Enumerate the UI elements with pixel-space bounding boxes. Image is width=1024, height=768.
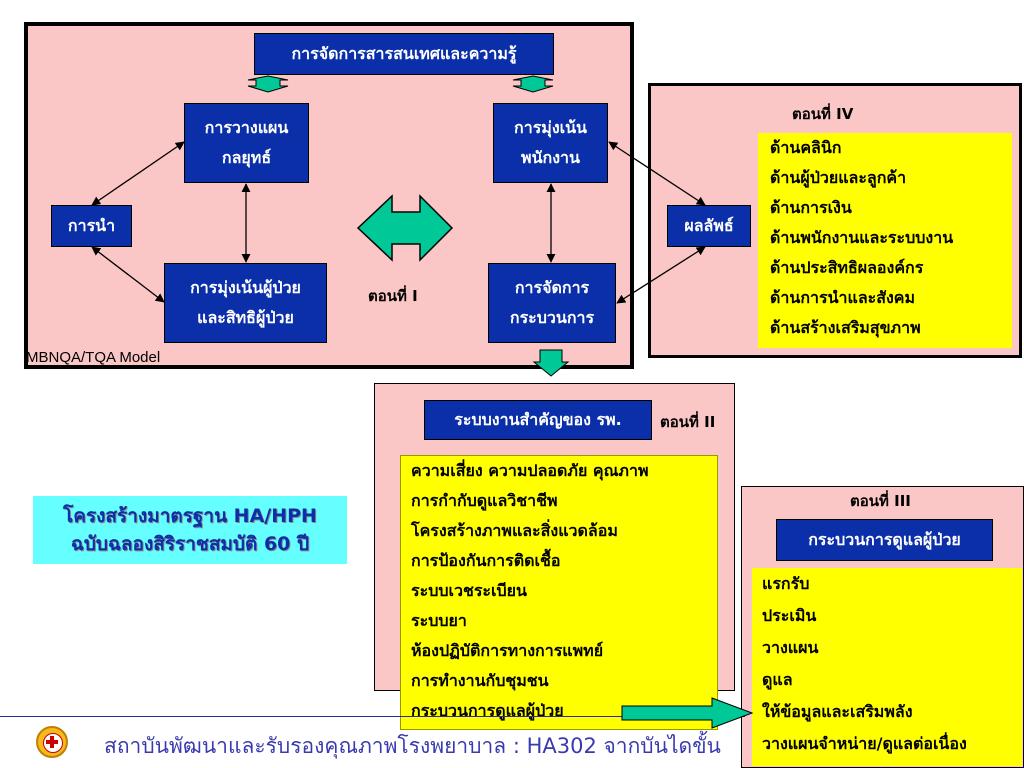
section-one-label: ตอนที่ I bbox=[368, 287, 418, 305]
process-line-2: กระบวนการ bbox=[509, 308, 595, 327]
key-systems-item: การป้องกันการติดเชื้อ bbox=[411, 551, 561, 570]
patient-care-label: กระบวนการดูแลผู้ป่วย bbox=[808, 530, 961, 549]
results-item: ด้านคลินิก bbox=[770, 138, 842, 157]
key-systems-label: ระบบงานสำคัญของ รพ. bbox=[454, 410, 622, 429]
workforce-line-1: การมุ่งเน้น bbox=[514, 118, 587, 137]
results-list: ด้านคลินิก ด้านผู้ป่วยและลูกค้า ด้านการเ… bbox=[758, 133, 1012, 348]
process-line-1: การจัดการ bbox=[514, 278, 590, 297]
arrow-leadership-patient bbox=[91, 246, 165, 303]
patient-care-item: ประเมิน bbox=[762, 606, 817, 625]
results-item: ด้านการเงิน bbox=[770, 198, 852, 217]
results-box: ผลลัพธ์ bbox=[667, 205, 751, 247]
key-systems-item: ความเสี่ยง ความปลอดภัย คุณภาพ bbox=[411, 461, 649, 480]
footer-text: สถาบันพัฒนาและรับรองคุณภาพโรงพยาบาล : HA… bbox=[104, 734, 721, 758]
header-left-updown-icon bbox=[247, 75, 289, 93]
key-systems-list: ความเสี่ยง ความปลอดภัย คุณภาพ การกำกับดู… bbox=[400, 455, 718, 730]
key-systems-item: การทำงานกับชุมชน bbox=[411, 671, 549, 690]
patient-care-item: ดูแล bbox=[762, 670, 793, 689]
patient-care-item: แรกรับ bbox=[762, 574, 810, 593]
key-systems-item: ระบบยา bbox=[411, 611, 467, 630]
down-arrow-to-section-two-icon bbox=[532, 349, 570, 377]
results-item: ด้านพนักงานและระบบงาน bbox=[770, 228, 954, 247]
info-knowledge-label: การจัดการสารสนเทศและความรู้ bbox=[291, 44, 517, 63]
results-item: ด้านผู้ป่วยและลูกค้า bbox=[770, 168, 907, 187]
key-systems-item: โครงสร้างภาพและสิ่งแวดล้อม bbox=[411, 521, 618, 540]
patient-care-list: แรกรับ ประเมิน วางแผน ดูแล ให้ข้อมูลและเ… bbox=[752, 568, 1022, 766]
strategy-box: การวางแผน กลยุทธ์ bbox=[184, 103, 309, 183]
center-double-arrow-icon bbox=[356, 194, 454, 262]
results-item: ด้านสร้างเสริมสุขภาพ bbox=[770, 318, 921, 337]
title-line-2: ฉบับฉลองสิริราชสมบัติ 60 ปี bbox=[70, 533, 310, 555]
key-systems-item: การกำกับดูแลวิชาชีพ bbox=[411, 491, 558, 510]
strategy-line-1: การวางแผน bbox=[204, 118, 289, 137]
patient-focus-line-2: และสิทธิผู้ป่วย bbox=[197, 308, 294, 327]
model-caption: MBNQA/TQA Model bbox=[26, 349, 161, 366]
section-two-label: ตอนที่ II bbox=[660, 413, 716, 431]
workforce-box: การมุ่งเน้น พนักงาน bbox=[493, 103, 608, 183]
key-systems-item: ห้องปฏิบัติการทางการแพทย์ bbox=[411, 641, 604, 660]
footer-rule bbox=[0, 716, 745, 717]
patient-care-box: กระบวนการดูแลผู้ป่วย bbox=[776, 519, 993, 561]
patient-care-item: ให้ข้อมูลและเสริมพลัง bbox=[762, 702, 913, 721]
header-right-updown-icon bbox=[512, 75, 554, 93]
key-systems-item: ระบบเวชระเบียน bbox=[411, 581, 527, 600]
info-knowledge-box: การจัดการสารสนเทศและความรู้ bbox=[254, 33, 554, 75]
workforce-line-2: พนักงาน bbox=[521, 148, 580, 167]
title-line-1: โครงสร้างมาตรฐาน HA/HPH bbox=[63, 505, 317, 527]
arrow-leadership-strategy bbox=[91, 141, 185, 206]
results-label: ผลลัพธ์ bbox=[684, 216, 734, 235]
results-item: ด้านประสิทธิผลองค์กร bbox=[770, 258, 924, 277]
arrow-workforce-results bbox=[608, 141, 706, 206]
results-item: ด้านการนำและสังคม bbox=[770, 288, 916, 307]
process-box: การจัดการ กระบวนการ bbox=[488, 263, 616, 343]
leadership-label: การนำ bbox=[67, 216, 116, 235]
key-systems-item: กระบวนการดูแลผู้ป่วย bbox=[411, 701, 564, 720]
arrow-process-results bbox=[616, 246, 706, 304]
section-three-label: ตอนที่ III bbox=[850, 492, 911, 510]
key-systems-box: ระบบงานสำคัญของ รพ. bbox=[424, 400, 652, 440]
strategy-line-2: กลยุทธ์ bbox=[221, 148, 272, 167]
patient-focus-box: การมุ่งเน้นผู้ป่วย และสิทธิผู้ป่วย bbox=[164, 263, 327, 343]
section-four-label: ตอนที่ IV bbox=[792, 105, 854, 123]
patient-focus-line-1: การมุ่งเน้นผู้ป่วย bbox=[190, 278, 301, 297]
patient-care-item: วางแผนจำหน่าย/ดูแลต่อเนื่อง bbox=[762, 734, 967, 753]
title-box: โครงสร้างมาตรฐาน HA/HPH ฉบับฉลองสิริราชส… bbox=[33, 496, 347, 564]
patient-care-item: วางแผน bbox=[762, 638, 819, 657]
right-arrow-to-section-three-icon bbox=[621, 697, 754, 729]
ha-logo-icon bbox=[36, 726, 68, 758]
